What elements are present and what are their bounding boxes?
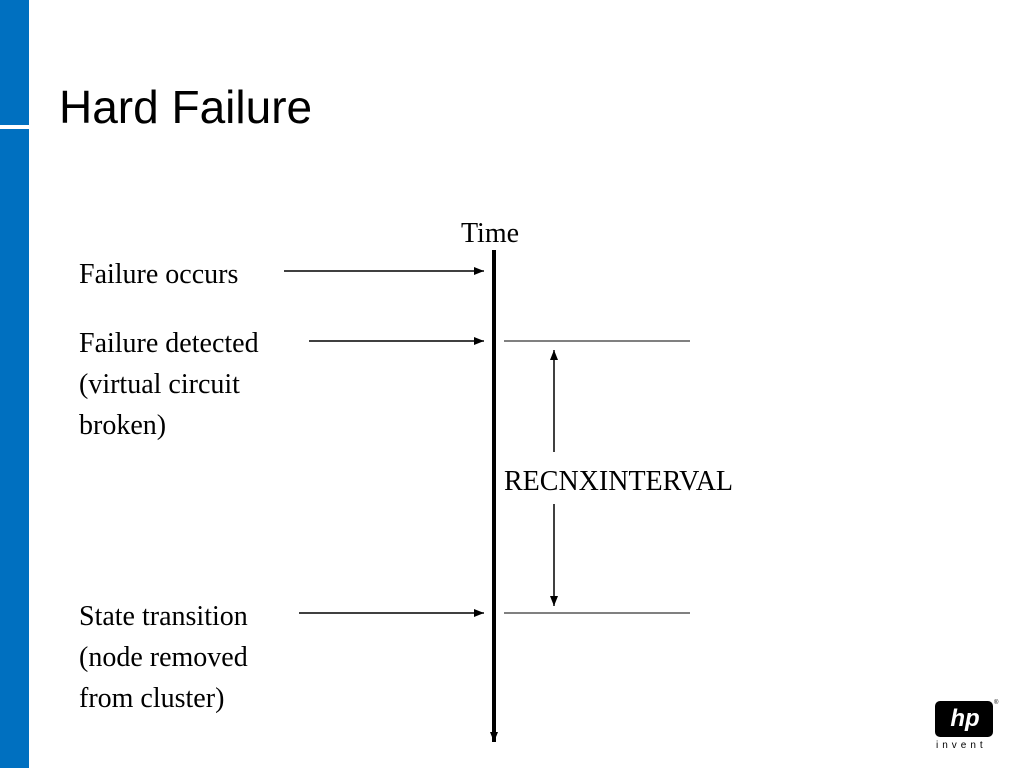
slide-title: Hard Failure xyxy=(59,81,313,133)
event-label-line: (virtual circuit xyxy=(79,369,240,400)
sidebar-notch xyxy=(0,125,29,129)
event-label-line: Failure detected xyxy=(79,328,259,359)
sidebar-accent-bar xyxy=(0,0,29,768)
logo-tagline: invent xyxy=(936,740,987,751)
event-label-failure-occurs: Failure occurs xyxy=(79,254,238,295)
time-axis-label: Time xyxy=(461,218,519,249)
event-label-line: broken) xyxy=(79,410,167,441)
hp-invent-logo: hp ® invent xyxy=(934,700,998,752)
event-label-state-transition: State transition (node removed from clus… xyxy=(79,596,248,719)
event-label-line: (node removed xyxy=(79,642,248,673)
event-label-failure-detected: Failure detected (virtual circuit broken… xyxy=(79,323,259,446)
interval-label: RECNXINTERVAL xyxy=(504,466,733,497)
event-label-line: Failure occurs xyxy=(79,259,239,290)
hp-logo-badge: hp xyxy=(935,701,993,737)
hp-logo-mark: hp xyxy=(950,705,980,732)
registered-mark: ® xyxy=(994,700,999,706)
event-label-line: from cluster) xyxy=(79,683,225,714)
event-label-line: State transition xyxy=(79,601,248,632)
